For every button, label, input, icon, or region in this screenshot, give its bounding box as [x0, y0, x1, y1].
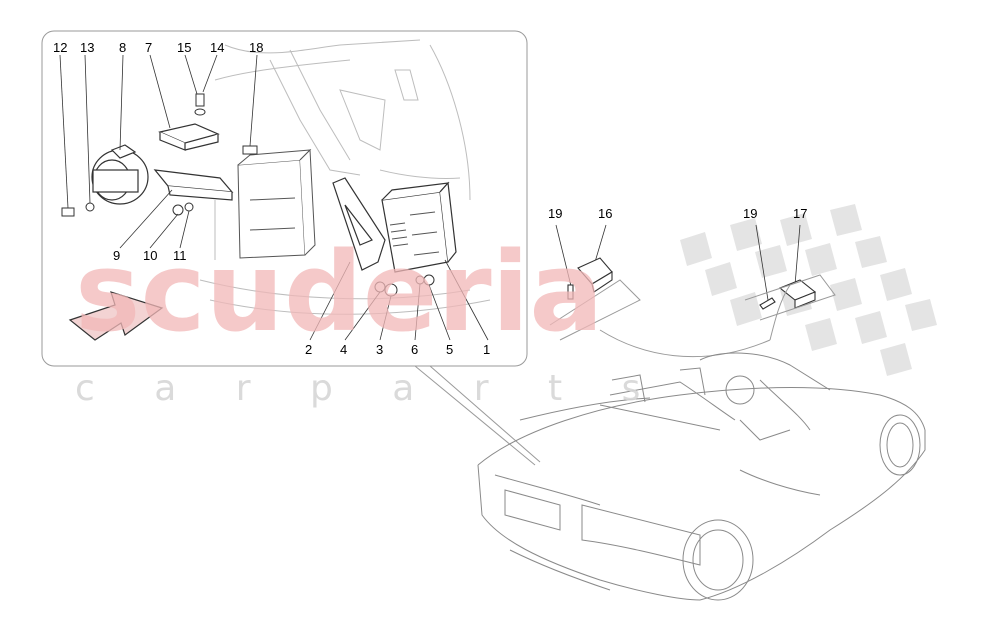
callout-19-right: 19	[743, 206, 757, 221]
callout-14: 14	[210, 40, 224, 55]
callout-18: 18	[249, 40, 263, 55]
convertible-car-illustration	[477, 352, 926, 601]
callout-19-left: 19	[548, 206, 562, 221]
callout-8: 8	[119, 40, 126, 55]
callout-10: 10	[143, 248, 157, 263]
mounting-panels	[549, 274, 836, 358]
callout-17: 17	[793, 206, 807, 221]
callout-9: 9	[113, 248, 120, 263]
callout-6: 6	[411, 342, 418, 357]
callout-3: 3	[376, 342, 383, 357]
callout-11: 11	[173, 248, 187, 263]
callout-12: 12	[53, 40, 67, 55]
inset-leader-line-2	[429, 365, 541, 463]
bracket-part-9	[153, 169, 234, 201]
detail-inset-frame	[41, 30, 528, 367]
callout-1: 1	[483, 342, 490, 357]
car-body-structure	[199, 39, 491, 315]
watermark-subtitle: c a r p a r t s	[75, 368, 664, 409]
control-unit-housing	[237, 148, 316, 259]
bracket-part-2	[332, 177, 386, 271]
callout-13: 13	[80, 40, 94, 55]
callout-16: 16	[598, 206, 612, 221]
ecu-part-1	[381, 181, 457, 273]
watermark-brand: scuderia	[75, 228, 604, 356]
inset-leader-line	[414, 365, 536, 466]
callout-15: 15	[177, 40, 191, 55]
callout-4: 4	[340, 342, 347, 357]
callout-2: 2	[305, 342, 312, 357]
callout-5: 5	[446, 342, 453, 357]
module-part-17	[759, 279, 817, 310]
direction-arrow-icon	[68, 291, 164, 341]
cover-part-7	[158, 123, 220, 151]
callout-leader-lines	[59, 54, 801, 341]
checkered-flag-watermark	[680, 204, 937, 376]
callout-labels: 12 13 8 7 15 14 18 9 10 11 2 4 3 6 5 1 1…	[53, 40, 807, 357]
module-part-16	[567, 257, 613, 300]
callout-7: 7	[145, 40, 152, 55]
siren-part-8	[91, 144, 149, 205]
